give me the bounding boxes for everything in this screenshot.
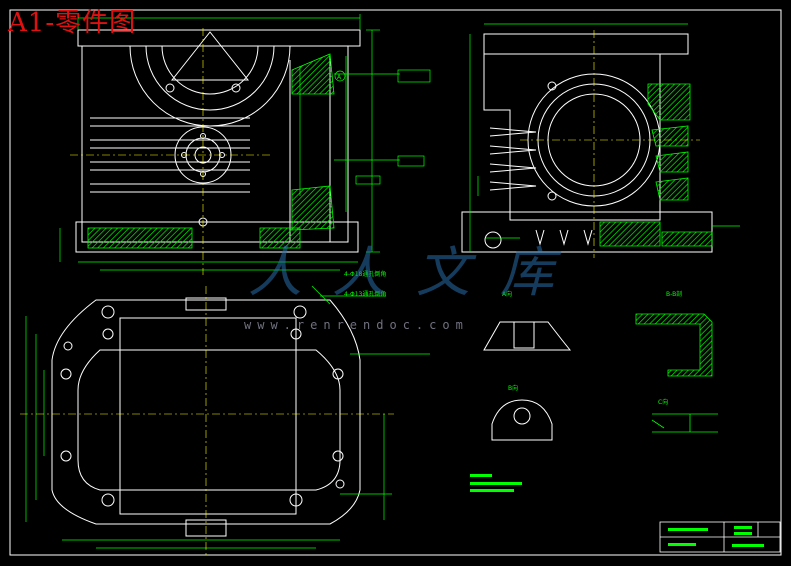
title-block-text xyxy=(668,526,764,547)
view-b-label: B向 xyxy=(508,384,518,392)
detail-b-view xyxy=(491,399,553,441)
top-view-dimensions xyxy=(25,285,430,549)
section-bb-view xyxy=(635,313,713,377)
technical-requirements xyxy=(470,474,522,492)
side-view-dimensions xyxy=(469,23,740,252)
hole-note-1: 4-Φ18通孔倒角 xyxy=(344,270,386,278)
front-view-dimensions xyxy=(59,14,431,271)
section-bb-label: B-B剖 xyxy=(666,290,682,298)
view-c-label: C向 xyxy=(658,398,668,406)
front-view-hatching xyxy=(87,53,335,249)
side-view-hatching xyxy=(599,83,713,247)
watermark-url: www.renrendoc.com xyxy=(244,318,469,332)
top-view xyxy=(51,297,361,537)
watermark-brand: 人人文库 xyxy=(248,241,584,304)
view-a-label: A向 xyxy=(502,290,512,298)
detail-a-view xyxy=(483,321,572,351)
side-view-fins xyxy=(489,127,593,246)
detail-c-view xyxy=(651,413,718,433)
title-block xyxy=(659,521,781,553)
sheet-border xyxy=(9,9,782,556)
drawing-title: A1-零件图 xyxy=(8,8,137,38)
hole-note-2: 4-Φ13通孔倒角 xyxy=(344,290,386,298)
circle-mark-label: A xyxy=(337,74,342,81)
